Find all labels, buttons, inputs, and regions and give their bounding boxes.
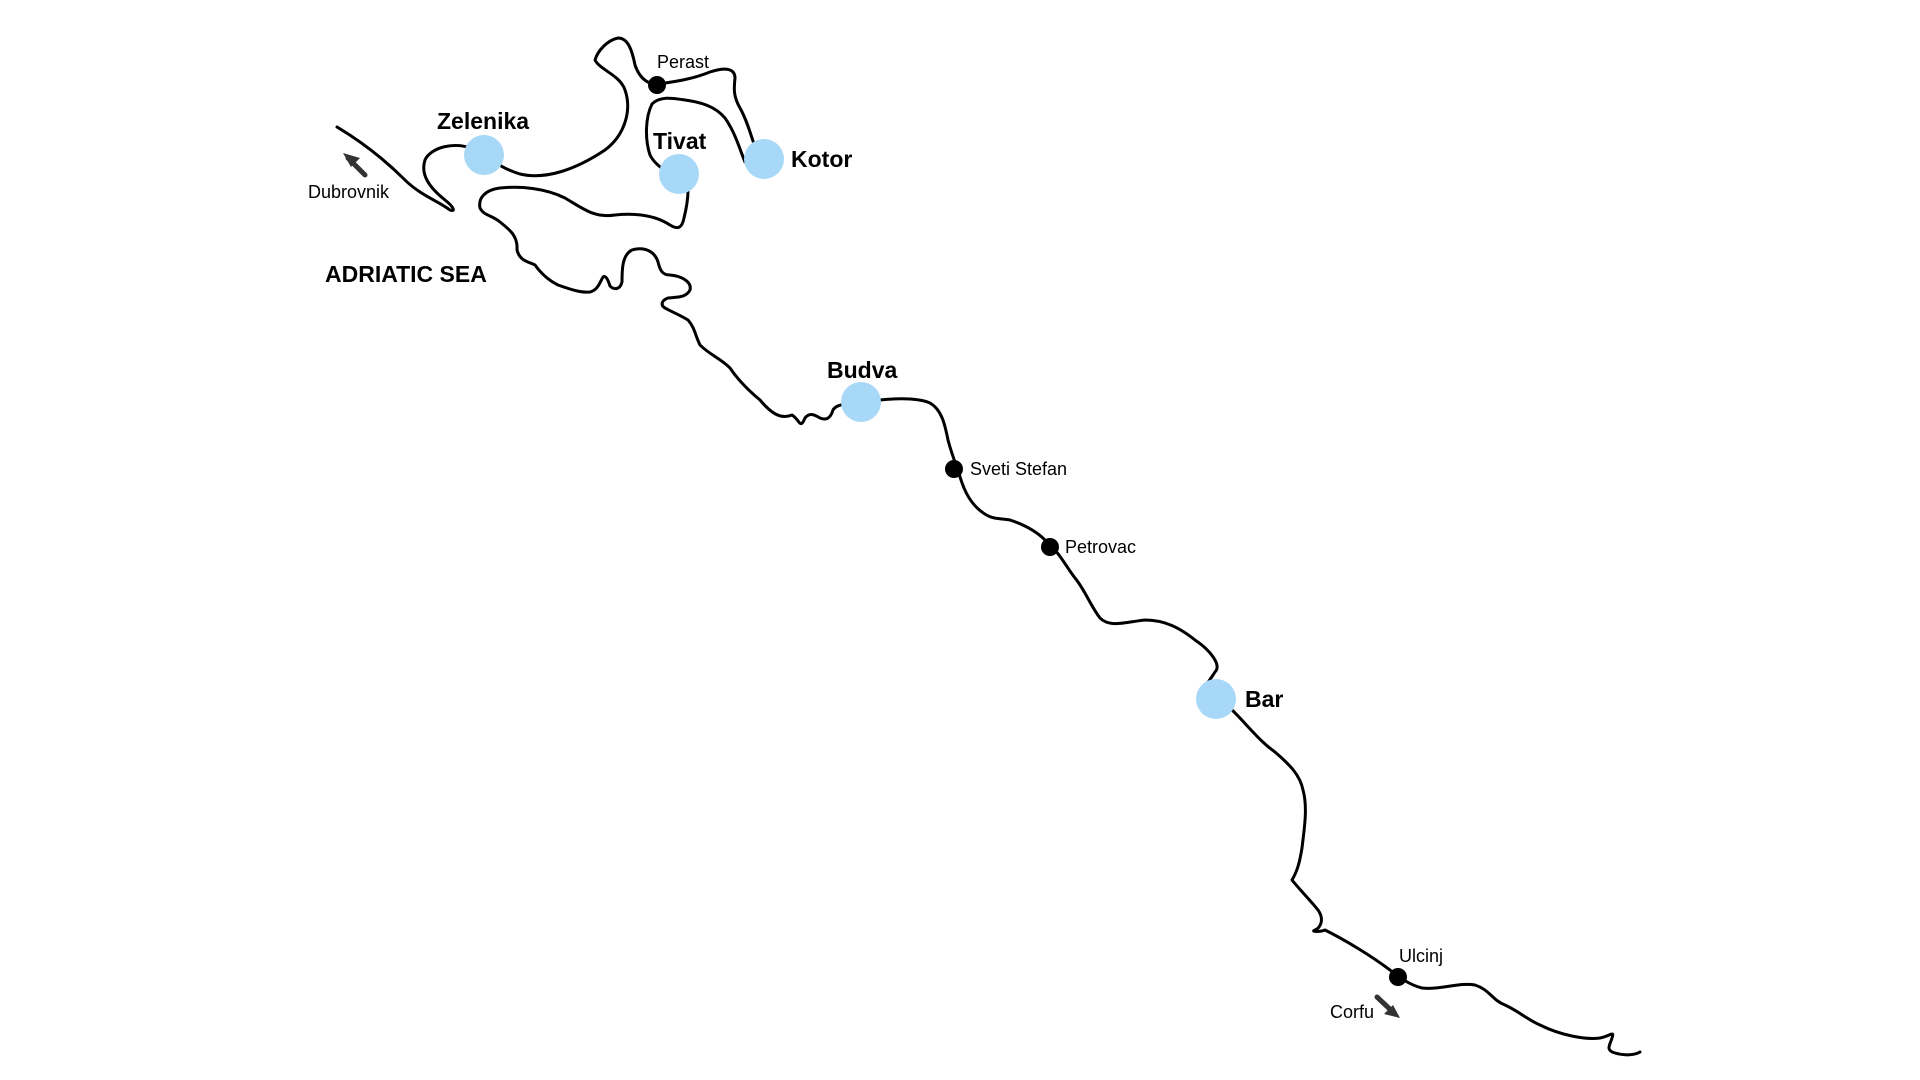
arrow-up-left-icon — [343, 153, 368, 178]
coastline-tivat-bay — [645, 96, 747, 177]
sea-label: ADRIATIC SEA — [325, 261, 487, 287]
direction-label-corfu: Corfu — [1330, 1002, 1374, 1022]
stop-label-perast: Perast — [657, 52, 709, 72]
stop-marker-petrovac[interactable] — [1041, 538, 1059, 556]
stop-marker-sveti-stefan[interactable] — [945, 460, 963, 478]
coastline-bar-ulcinj — [1228, 706, 1642, 1057]
stop-marker-perast[interactable] — [648, 76, 666, 94]
direction-label-dubrovnik: Dubrovnik — [308, 182, 390, 202]
arrow-down-right-icon — [1374, 994, 1400, 1018]
coastline-tivat-south — [478, 185, 850, 426]
port-marker-budva[interactable] — [841, 382, 881, 422]
port-marker-zelenika[interactable] — [464, 135, 504, 175]
stop-label-petrovac: Petrovac — [1065, 537, 1136, 557]
port-label-tivat: Tivat — [653, 128, 707, 154]
port-label-bar: Bar — [1245, 686, 1283, 712]
coastline-northwest — [335, 36, 660, 212]
stop-label-sveti-stefan: Sveti Stefan — [970, 459, 1067, 479]
port-marker-bar[interactable] — [1196, 679, 1236, 719]
port-label-zelenika: Zelenika — [437, 108, 529, 134]
stop-marker-ulcinj[interactable] — [1389, 968, 1407, 986]
stop-label-ulcinj: Ulcinj — [1399, 946, 1443, 966]
coastline-perast-kotor — [656, 67, 760, 157]
port-label-budva: Budva — [827, 357, 898, 383]
port-marker-kotor[interactable] — [744, 139, 784, 179]
port-marker-tivat[interactable] — [659, 154, 699, 194]
port-label-kotor: Kotor — [791, 146, 852, 172]
